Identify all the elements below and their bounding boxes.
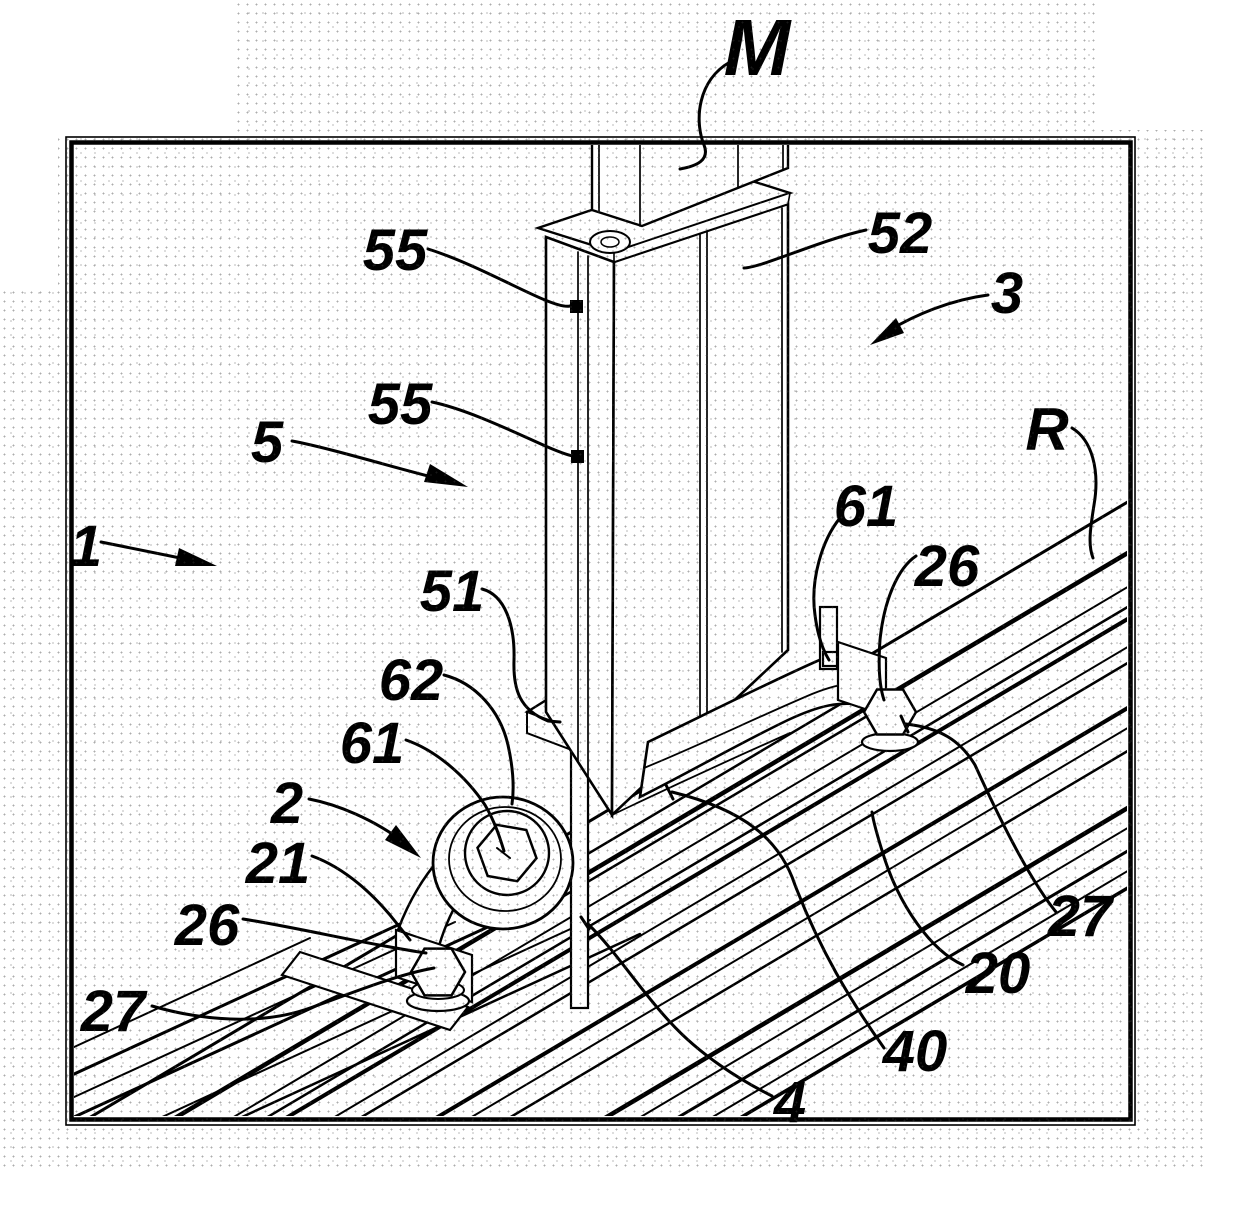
label-3: 3 xyxy=(991,261,1023,326)
reference-labels: M 55 52 3 55 5 R 61 26 1 51 62 61 2 21 2… xyxy=(70,3,1115,1135)
label-55-lower: 55 xyxy=(368,372,433,437)
post-left-face xyxy=(544,235,616,820)
screw-55-upper xyxy=(570,300,583,313)
screw-55-lower xyxy=(571,450,584,463)
leader-4 xyxy=(579,915,774,1098)
label-51: 51 xyxy=(420,559,485,624)
label-40: 40 xyxy=(882,1019,948,1084)
hex-bolt-62 xyxy=(476,823,538,883)
label-1: 1 xyxy=(70,514,102,579)
arrow-2 xyxy=(307,797,421,858)
label-mast-M: M xyxy=(724,3,793,92)
label-2: 2 xyxy=(270,771,303,836)
leader-26-left xyxy=(241,917,428,955)
leader-21 xyxy=(310,854,412,942)
label-26-right: 26 xyxy=(914,534,980,599)
label-20: 20 xyxy=(965,941,1031,1006)
post-body xyxy=(544,202,790,820)
arrow-1 xyxy=(99,540,217,566)
arrow-5 xyxy=(290,439,468,487)
label-rail-R: R xyxy=(1025,396,1068,463)
label-52: 52 xyxy=(868,201,933,266)
leader-61-left xyxy=(404,738,506,853)
leader-55-lower xyxy=(430,400,576,458)
label-55-upper: 55 xyxy=(363,218,428,283)
label-4: 4 xyxy=(773,1070,806,1135)
label-5: 5 xyxy=(251,410,284,475)
label-26-left: 26 xyxy=(174,893,240,958)
nut-26-right xyxy=(862,688,918,736)
label-27-right: 27 xyxy=(1047,884,1115,949)
leader-61-right xyxy=(812,516,842,662)
label-62: 62 xyxy=(379,648,444,713)
label-21: 21 xyxy=(245,831,311,896)
bracket-slot-leg xyxy=(569,748,590,1010)
mounting-rail-lines xyxy=(89,500,1127,1116)
leader-27-right xyxy=(899,714,1058,914)
leader-R xyxy=(1070,426,1098,560)
leader-20 xyxy=(870,810,965,967)
leader-51 xyxy=(480,587,562,724)
leader-26-right xyxy=(877,554,918,702)
leader-62 xyxy=(442,673,515,806)
leader-lines xyxy=(99,60,1098,1098)
label-61-left: 61 xyxy=(340,711,405,776)
leader-27-left xyxy=(150,966,436,1021)
bracket-right-foot xyxy=(818,605,920,753)
mast-tube xyxy=(590,145,790,228)
leader-40 xyxy=(664,783,886,1050)
arrow-3 xyxy=(870,293,990,345)
label-27-left: 27 xyxy=(80,979,148,1044)
leader-52 xyxy=(742,228,868,270)
frame-border xyxy=(65,136,1136,1126)
leader-M xyxy=(678,60,732,171)
leader-55-upper xyxy=(426,247,572,308)
label-61-right: 61 xyxy=(834,474,899,539)
